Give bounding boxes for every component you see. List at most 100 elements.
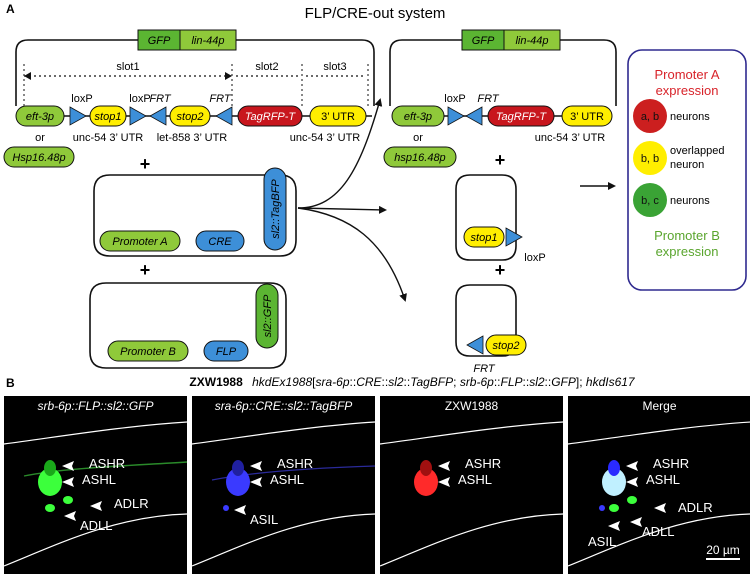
cre-box	[195, 230, 245, 252]
slot1-label: slot1	[116, 61, 139, 73]
legend-circle-green-label: b, c	[641, 195, 659, 207]
frt-label-4: FRT	[473, 363, 495, 375]
neuron-label: ASHL	[458, 472, 492, 487]
legend-row2-text-line2: neuron	[670, 159, 704, 171]
unc54-utr-label-1: unc-54 3’ UTR	[73, 132, 144, 144]
eft3p-box-1	[15, 105, 65, 127]
neuron-label: ADLL	[642, 524, 675, 539]
slot1-arrow-right	[225, 72, 232, 80]
worm-outline-top	[379, 421, 564, 445]
product2-backbone	[455, 174, 517, 261]
neuron-arrow	[438, 477, 450, 487]
slot2-label: slot2	[255, 61, 278, 73]
genotype-part: ::	[523, 375, 530, 389]
panel-b-label: B	[6, 376, 15, 390]
neuron-cell-body	[44, 460, 56, 476]
neuron-arrow	[608, 521, 620, 531]
stop1-label-1: stop1	[95, 111, 122, 123]
arrow-to-product1	[297, 98, 383, 209]
neuron-arrow	[626, 461, 638, 471]
micrograph-title: sra-6p::CRE::sl2::TagBFP	[215, 399, 353, 413]
stop1-box-1	[89, 105, 127, 127]
legend-circle-red	[633, 99, 667, 133]
sl2-gfp-box	[255, 283, 279, 349]
neuron-label: ASHR	[653, 456, 689, 471]
hsp-label-1: Hsp16.48p	[12, 152, 65, 164]
utr3-label-1: 3’ UTR	[321, 111, 355, 123]
stop1-label-2: stop1	[471, 232, 498, 244]
neuron-label: ASHR	[89, 456, 125, 471]
genotype-part: FLP	[501, 375, 523, 389]
legend-title-b-line1: Promoter B	[654, 228, 720, 243]
plus-1: +	[140, 154, 151, 174]
plus-2: +	[140, 260, 151, 280]
neuron-label: ADLR	[678, 500, 713, 515]
neuron-cell-body	[602, 468, 626, 496]
hsp-box-2	[383, 146, 457, 168]
legend-title-b-line2: expression	[656, 244, 719, 259]
micrograph-row: srb-6p::FLP::sl2::GFPASHRASHLADLRADLLsra…	[3, 396, 750, 574]
genotype-part: sra-6p	[316, 375, 350, 389]
loxp-triangle-3	[447, 106, 465, 126]
utr3-label-2: 3’ UTR	[570, 111, 604, 123]
arrow-to-product3	[297, 207, 407, 302]
promoter-b-label: Promoter B	[120, 346, 176, 358]
legend-circle-green	[633, 183, 667, 217]
neuron-arrow	[234, 505, 246, 515]
stop2-box-1	[169, 105, 211, 127]
neuron-arrow	[62, 477, 74, 487]
lin44p-label-2: lin-44p	[515, 35, 548, 47]
plasmid3-backbone	[89, 282, 287, 369]
or-label-2: or	[413, 132, 423, 144]
genotype-part: ::	[545, 375, 552, 389]
neuron-label: ASHL	[270, 472, 304, 487]
neuron-arrow	[64, 511, 76, 521]
legend-row1-text: neurons	[670, 111, 710, 123]
micrograph-background	[568, 396, 750, 574]
slot1-arrow-left	[24, 72, 31, 80]
frt-label-2: FRT	[209, 93, 231, 105]
genotype-part: hkdEx1988	[252, 375, 312, 389]
legend-circle-red-label: a, b	[641, 111, 659, 123]
genotype-part: srb-6p	[460, 375, 494, 389]
stop1-box-2	[463, 226, 505, 248]
neuron-cell-body	[226, 468, 250, 496]
genotype-part: ];	[576, 375, 586, 389]
neuron-label: ADLR	[114, 496, 149, 511]
genotype-part: sl2	[529, 375, 545, 389]
micrograph-title: srb-6p::FLP::sl2::GFP	[37, 399, 153, 413]
loxp-label-2: loxP	[129, 93, 150, 105]
frt-label-3: FRT	[477, 93, 499, 105]
sl2-tagbfp-box	[263, 167, 287, 251]
neuron-arrow	[438, 461, 450, 471]
worm-outline-bottom	[567, 513, 750, 567]
neuron-cell-body	[420, 460, 432, 476]
frt-triangle-1	[149, 106, 167, 126]
sl2-tagbfp-label: sl2::TagBFP	[270, 179, 282, 239]
genotype-part: ::	[404, 375, 411, 389]
neuron-label: ASHR	[465, 456, 501, 471]
loxp-triangle-1	[69, 106, 87, 126]
panel-a-title: FLP/CRE-out system	[305, 5, 446, 22]
micrograph-background	[4, 396, 187, 574]
product3-backbone	[455, 284, 517, 357]
promoter-b-box	[107, 340, 189, 362]
stop2-label-1: stop2	[177, 111, 204, 123]
frt-triangle-4	[466, 335, 484, 355]
genotype-part: [	[312, 375, 316, 389]
legend-title-a-line2: expression	[656, 83, 719, 98]
neuron-label: ASHL	[646, 472, 680, 487]
legend-circle-yellow	[633, 141, 667, 175]
neuron-cell-body	[627, 496, 637, 504]
plus-3: +	[495, 150, 506, 170]
gfp-label-1: GFP	[148, 35, 171, 47]
stop2-box-2	[485, 334, 527, 356]
let858-utr-label: let-858 3’ UTR	[157, 132, 228, 144]
tagrfp-label-1: TagRFP-T	[245, 111, 297, 123]
loxp-triangle-4	[505, 227, 523, 247]
neuron-cell-body	[232, 460, 244, 476]
panel-a-label: A	[6, 2, 15, 16]
cre-label: CRE	[208, 236, 232, 248]
tagrfp-box-1	[237, 105, 303, 127]
